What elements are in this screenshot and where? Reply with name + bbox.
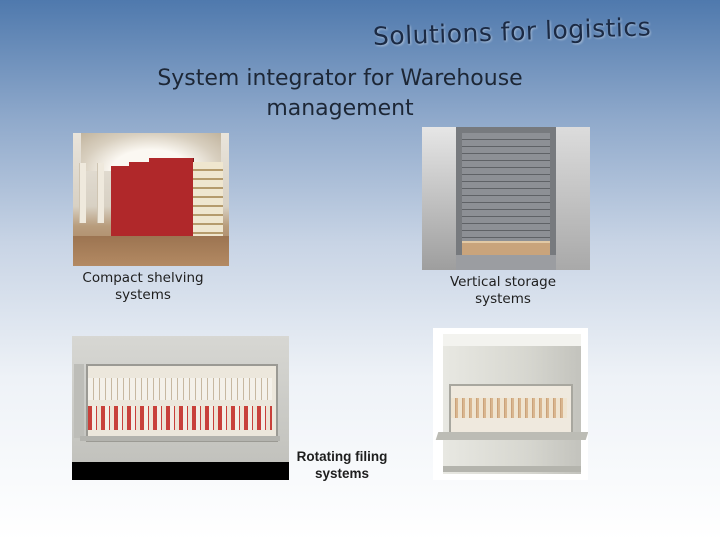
slide-title: Solutions for logistics <box>372 12 652 51</box>
compact-shelving-caption: Compact shelving systems <box>82 270 204 303</box>
vertical-storage-caption: Vertical storage systems <box>449 274 557 307</box>
rotating-filing-front-photo <box>72 336 289 480</box>
compact-shelving-photo <box>73 133 229 266</box>
rotating-filing-caption: Rotating filing systems <box>296 449 388 481</box>
slide-subtitle: System integrator for Warehouse manageme… <box>157 66 523 121</box>
rotating-filing-angled-photo <box>433 328 588 480</box>
vertical-storage-photo <box>422 127 590 270</box>
